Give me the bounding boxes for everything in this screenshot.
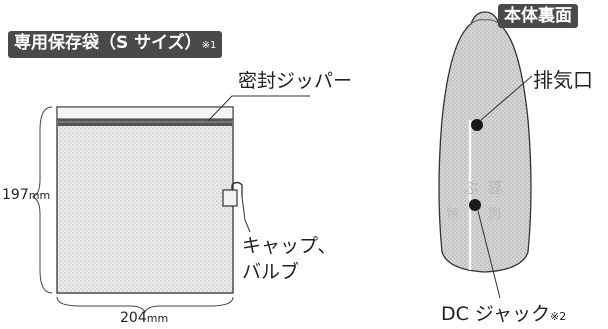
cap-label-line2: バルブ: [242, 261, 300, 283]
dc-jack-label: DC ジャック※2: [441, 299, 566, 326]
cap-valve: [222, 181, 251, 233]
bag-title-text: 専用保存袋（S サイズ）: [14, 33, 202, 53]
dc-leader-line: [477, 210, 501, 299]
dc-jack: [469, 199, 481, 211]
faint-engraving-2: 蕊: [488, 179, 503, 197]
dc-jack-note: ※2: [550, 310, 567, 323]
exhaust-leader-line: [480, 75, 533, 121]
device-back: ぶ 蕊 特 別: [438, 11, 532, 273]
bag-body: [56, 106, 234, 294]
height-unit: mm: [28, 189, 51, 202]
faint-engraving-3: 特: [446, 207, 459, 222]
width-value: 204: [120, 310, 147, 326]
width-brace: [56, 296, 234, 314]
bag-top-edge: [56, 106, 234, 120]
device-back-title-label: 本体裏面: [498, 4, 578, 28]
device-back-title-text: 本体裏面: [504, 6, 572, 26]
zipper-leader-line: [207, 95, 310, 122]
height-dimension: 197mm: [2, 187, 50, 203]
width-dimension: 204mm: [120, 310, 168, 326]
bag-title-note: ※1: [201, 40, 217, 51]
faint-engraving-1: ぶ: [464, 179, 479, 197]
storage-bag: [56, 106, 234, 294]
bag-title-label: 専用保存袋（S サイズ）※1: [8, 31, 223, 58]
width-unit: mm: [146, 312, 169, 325]
device-body: [438, 11, 532, 273]
cap-label-line1: キャップ、: [242, 235, 337, 257]
dc-jack-text: DC ジャック: [441, 303, 550, 325]
exhaust-label: 排気口: [533, 68, 593, 92]
height-value: 197: [2, 187, 29, 203]
exhaust-port: [471, 119, 483, 131]
height-brace: [31, 106, 53, 294]
faint-engraving-4: 別: [488, 207, 501, 222]
zipper-label: 密封ジッパー: [238, 70, 353, 92]
